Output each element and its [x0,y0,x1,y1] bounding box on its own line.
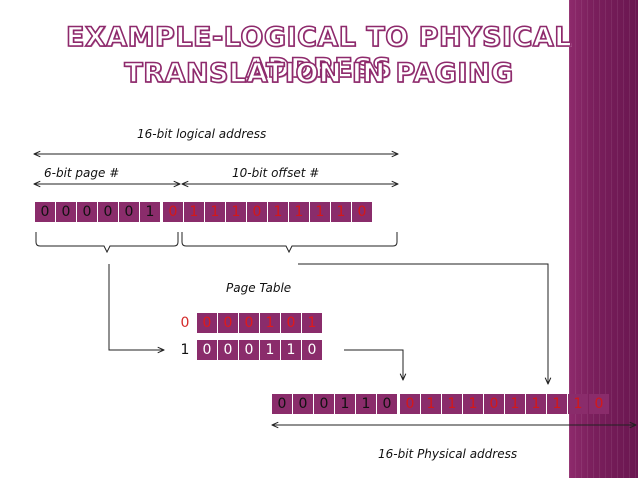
offset-bits-brace [181,232,398,254]
logical-address-label: 16-bit logical address [137,127,267,141]
page-table-bit: 1 [260,313,280,333]
logical-bit: 1 [184,202,204,222]
offset-to-physical-arrow [298,263,548,384]
page-table-bit: 1 [281,340,301,360]
logical-bit: 0 [352,202,372,222]
physical-bit: 0 [314,394,334,414]
page-table-bit: 1 [302,313,322,333]
page-table-bit: 0 [218,340,238,360]
logical-bit: 0 [163,202,183,222]
physical-bit: 1 [547,394,567,414]
physical-bit: 1 [568,394,588,414]
page-number-label: 6-bit page # [44,166,120,180]
logical-bit: 1 [226,202,246,222]
page-table-bit: 0 [197,340,217,360]
physical-bit: 1 [421,394,441,414]
logical-bit: 0 [77,202,97,222]
logical-bit: 1 [140,202,160,222]
logical-address-bits: 0 0 0 0 0 1 0 1 1 1 0 1 1 1 1 0 [35,202,372,222]
logical-bit: 1 [310,202,330,222]
frame-to-physical-arrow [344,349,403,380]
page-table-bit: 0 [281,313,301,333]
page-table-bit: 0 [218,313,238,333]
logical-bit: 0 [247,202,267,222]
logical-bit: 0 [98,202,118,222]
offset-label: 10-bit offset # [232,166,320,180]
physical-bit: 1 [335,394,355,414]
page-table-bit: 1 [260,340,280,360]
physical-bit: 0 [272,394,292,414]
physical-address-bits: 0 0 0 1 1 0 0 1 1 1 0 1 1 1 1 0 [272,394,609,414]
page-table-row-0: 0 0 0 0 1 0 1 [177,313,322,333]
logical-bit: 0 [56,202,76,222]
page-bits-brace [35,232,179,254]
slide-title-line2: TRANSLATION IN PAGING [124,57,514,90]
physical-bit: 0 [400,394,420,414]
logical-bit: 1 [268,202,288,222]
page-table-bit: 0 [302,340,322,360]
physical-address-label: 16-bit Physical address [378,447,518,461]
physical-bit: 1 [463,394,483,414]
physical-bit: 1 [442,394,462,414]
physical-bit: 1 [526,394,546,414]
logical-bit: 1 [289,202,309,222]
logical-bit: 0 [35,202,55,222]
page-table-label: Page Table [226,281,292,295]
physical-bit: 0 [484,394,504,414]
physical-bit: 0 [589,394,609,414]
physical-bit: 1 [505,394,525,414]
page-table-bit: 0 [197,313,217,333]
page-to-table-arrow [108,264,164,350]
physical-bit: 0 [293,394,313,414]
page-table-index: 1 [180,342,190,358]
page-table-bit: 0 [239,340,259,360]
logical-bit: 0 [119,202,139,222]
slide-title-line1: EXAMPLE-LOGICAL TO PHYSICAL ADDRESS [65,21,572,85]
logical-bit: 1 [331,202,351,222]
physical-bit: 1 [356,394,376,414]
page-table-bit: 0 [239,313,259,333]
page-table-index: 0 [180,315,190,331]
page-table-row-1: 1 0 0 0 1 1 0 [177,340,322,360]
logical-bit: 1 [205,202,225,222]
physical-bit: 0 [377,394,397,414]
